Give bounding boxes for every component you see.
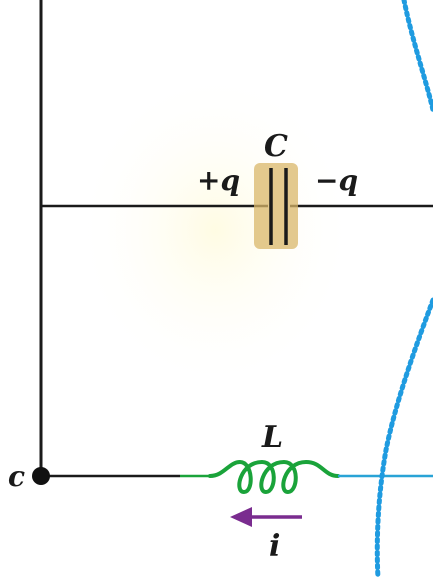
current-arrow-head	[230, 507, 252, 527]
capacitor-field-glow	[75, 70, 355, 390]
plus-charge-label: +q	[197, 164, 240, 197]
capacitor-label: C	[264, 129, 288, 164]
node-label: c	[8, 460, 25, 493]
minus-charge-label: −q	[315, 164, 358, 197]
current-label: i	[269, 529, 280, 564]
field-line	[374, 0, 433, 578]
capacitor-highlight	[254, 163, 298, 249]
inductor-coil	[208, 459, 340, 495]
inductor-label: L	[261, 420, 283, 455]
node-dot	[32, 467, 50, 485]
